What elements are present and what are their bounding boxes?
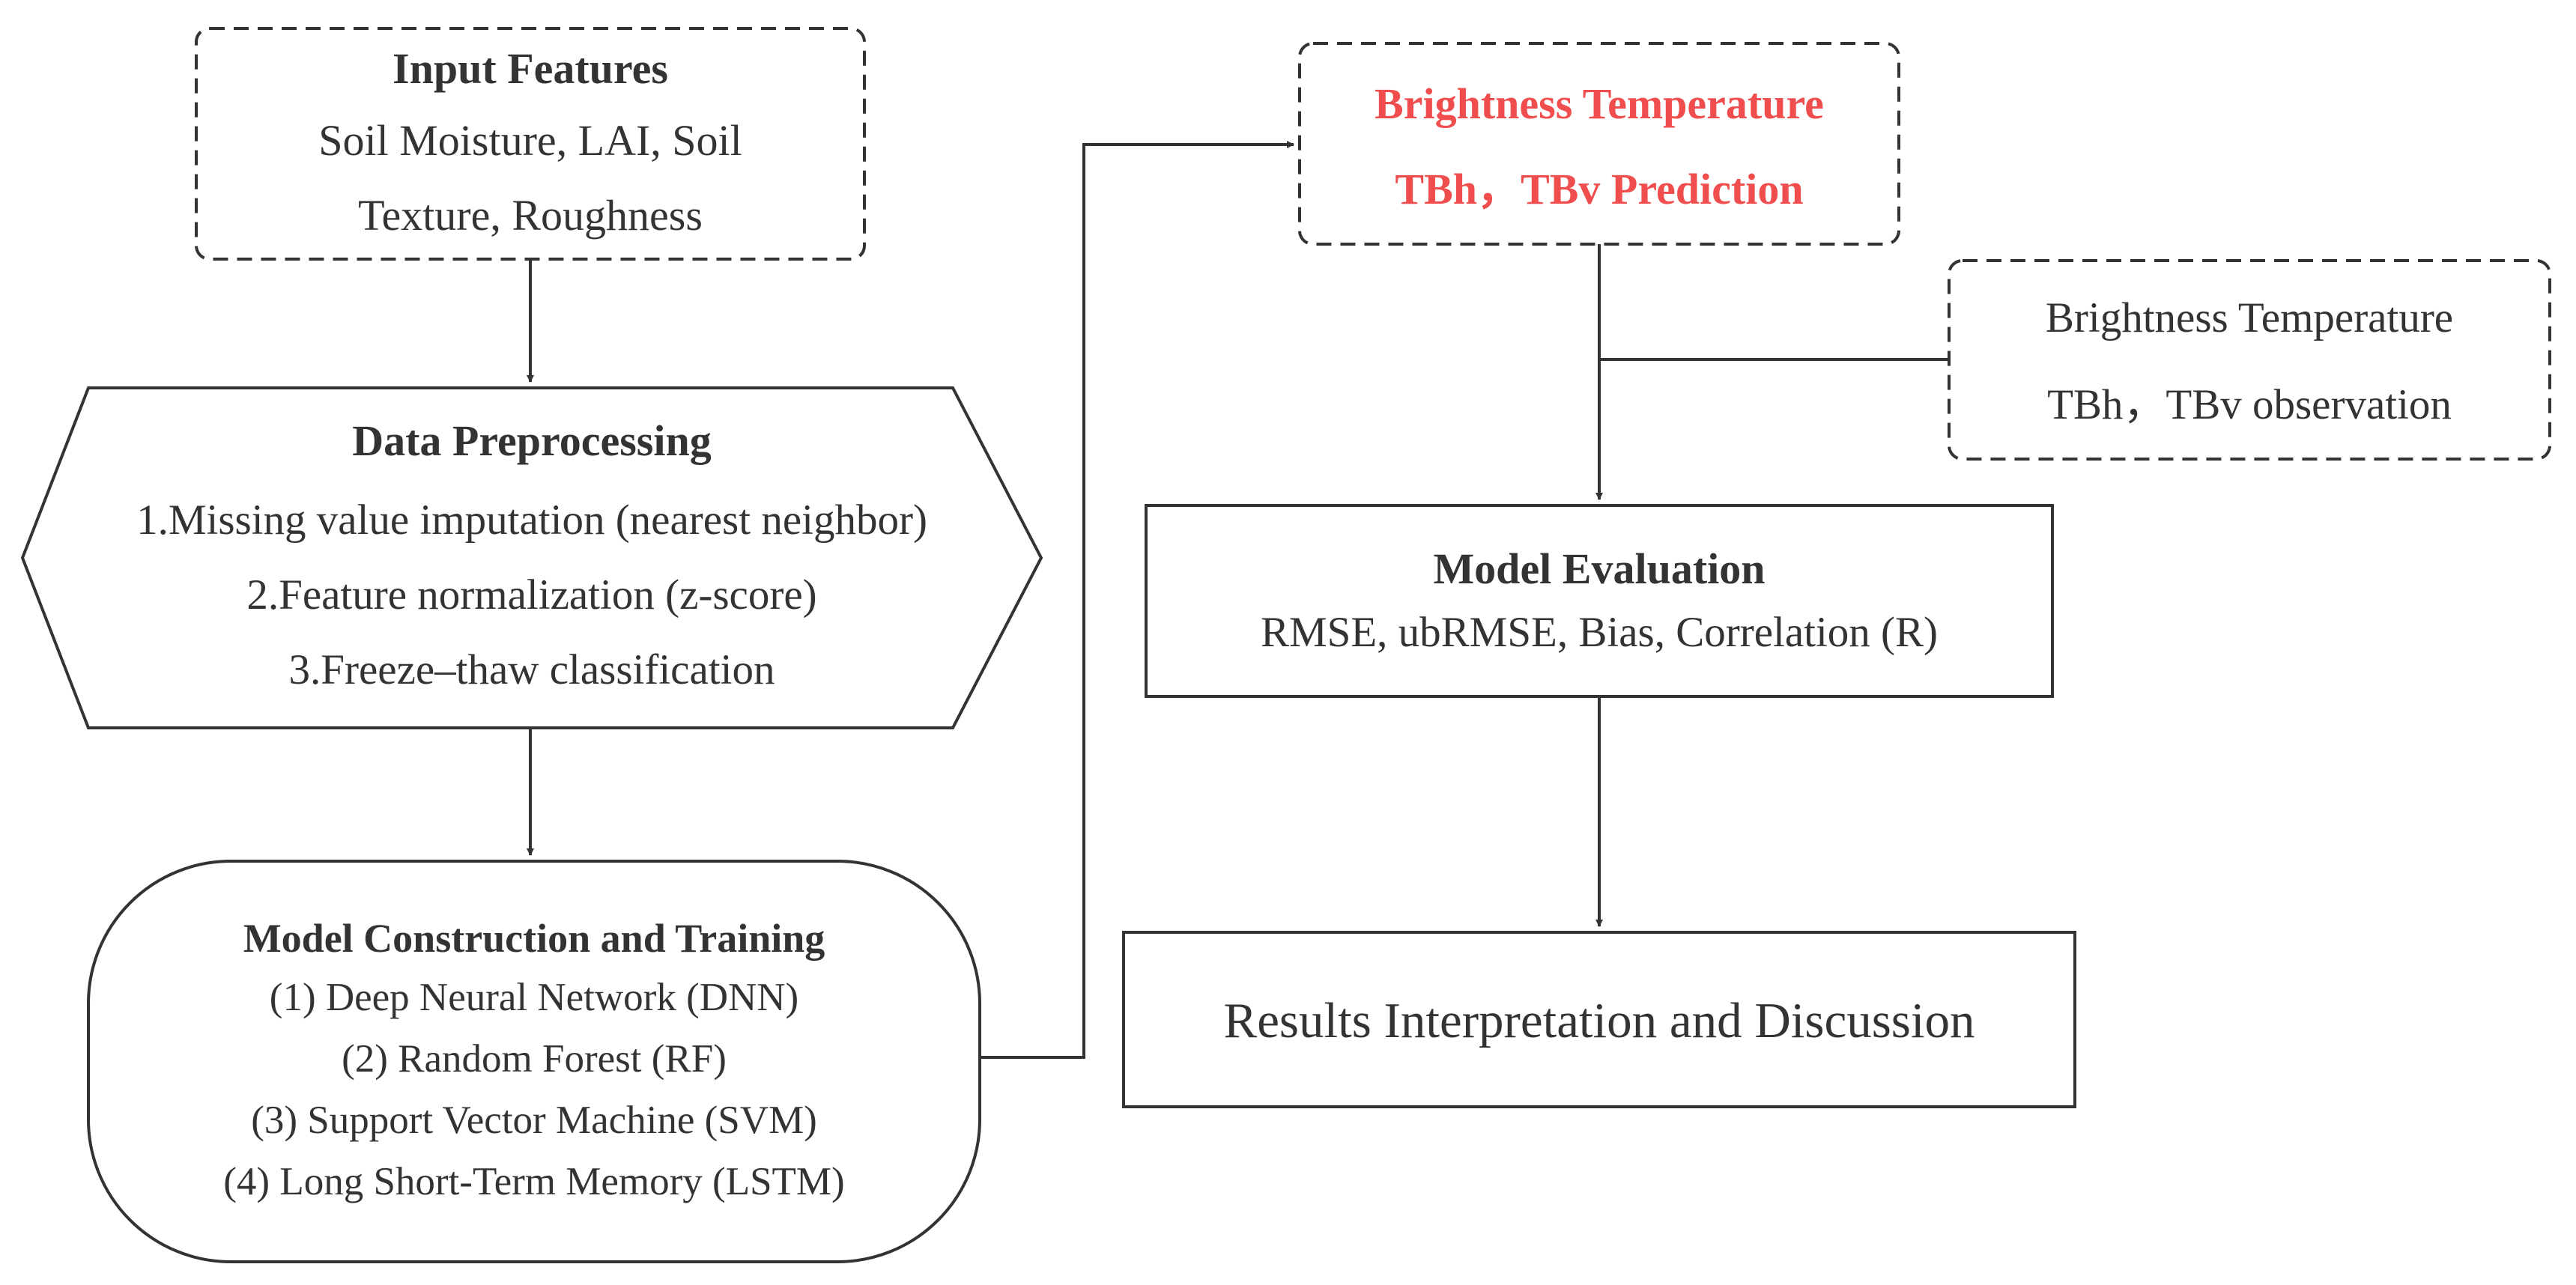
model-evaluation-title: Model Evaluation: [1433, 544, 1766, 593]
model-construction-box: [87, 860, 981, 1263]
prediction-line1: Brightness Temperature: [1375, 79, 1824, 128]
observation-line2: TBh，TBv observation: [2047, 381, 2452, 428]
model-evaluation-metrics: RMSE, ubRMSE, Bias, Correlation (R): [1260, 609, 1939, 656]
input-features-title: Input Features: [393, 44, 668, 93]
data-preprocessing-title: Data Preprocessing: [352, 416, 712, 465]
model-construction-title: Model Construction and Training: [243, 916, 825, 961]
model-item-2: (2) Random Forest (RF): [342, 1037, 727, 1081]
results-label: Results Interpretation and Discussion: [1223, 993, 1975, 1048]
input-features-line1: Soil Moisture, LAI, Soil: [318, 116, 742, 165]
model-item-4: (4) Long Short-Term Memory (LSTM): [223, 1160, 845, 1203]
model-item-1: (1) Deep Neural Network (DNN): [269, 976, 799, 1019]
data-preprocessing-box: [20, 386, 1043, 729]
preprocessing-step-2: 2.Feature normalization (z-score): [246, 571, 817, 619]
arrow-model-to-prediction: [980, 141, 1294, 1059]
preprocessing-step-1: 1.Missing value imputation (nearest neig…: [136, 496, 927, 544]
model-item-3: (3) Support Vector Machine (SVM): [251, 1099, 817, 1142]
observation-line1: Brightness Temperature: [2045, 294, 2454, 341]
model-evaluation-box: [1145, 504, 2054, 698]
input-features-line2: Texture, Roughness: [358, 191, 703, 240]
results-box: [1122, 931, 2076, 1108]
prediction-box: [1298, 42, 1900, 246]
preprocessing-step-3: 3.Freeze–thaw classification: [288, 646, 775, 693]
prediction-line2: TBh，TBv Prediction: [1395, 165, 1804, 213]
